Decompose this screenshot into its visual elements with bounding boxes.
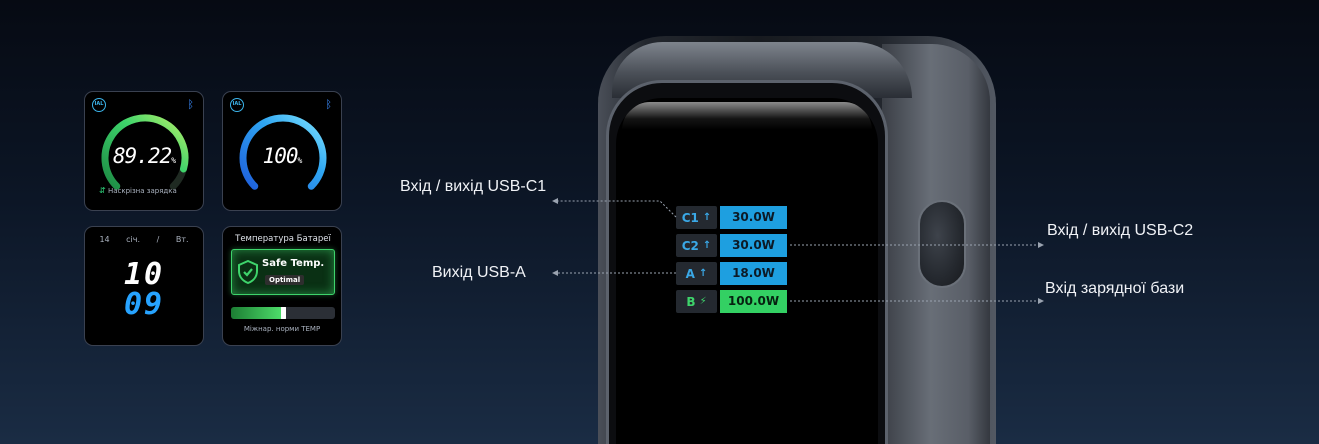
- port-row-c1: C1↑ 30.0W: [676, 206, 787, 229]
- charge-caption: ⇵ Наскрізна зарядка: [99, 186, 177, 195]
- screen-glare: [622, 102, 872, 130]
- bolt-icon: ⚡: [699, 296, 707, 307]
- port-label-b: B⚡: [676, 290, 717, 313]
- callout-usb-c2: Вхід / вихід USB-C2: [1047, 222, 1194, 239]
- clock-minutes: 09: [123, 287, 165, 322]
- bluetooth-icon: ᛒ: [187, 98, 194, 111]
- safe-temp-label: Safe Temp.: [262, 258, 325, 269]
- leader-c1: [556, 200, 677, 218]
- arrow-up-icon: ↑: [698, 268, 708, 279]
- brand-logo-icon: IAL: [92, 98, 106, 112]
- power-button[interactable]: [918, 200, 966, 288]
- battery-value: 100%: [262, 144, 303, 168]
- temperature-footer: Міжнар. норми TEMP: [243, 325, 321, 333]
- safe-temp-card: Safe Temp. Optimal: [231, 249, 335, 295]
- arrow-up-icon: ↑: [702, 212, 712, 223]
- callout-usb-a: Вихід USB-A: [432, 264, 526, 281]
- port-value-c2: 30.0W: [720, 234, 787, 257]
- port-row-c2: C2↑ 30.0W: [676, 234, 787, 257]
- callout-usb-c1: Вхід / вихід USB-C1: [400, 178, 547, 195]
- port-value-c1: 30.0W: [720, 206, 787, 229]
- charge-value: 89.22%: [112, 144, 176, 168]
- brand-logo-icon: IAL: [230, 98, 244, 112]
- temperature-bar-fill: [231, 307, 283, 319]
- port-label-c2: C2↑: [676, 234, 717, 257]
- port-row-b: B⚡ 100.0W: [676, 290, 787, 313]
- shield-check-icon: [238, 260, 258, 284]
- temperature-bar-marker: [281, 307, 286, 319]
- callout-base: Вхід зарядної бази: [1045, 280, 1185, 297]
- port-value-b: 100.0W: [720, 290, 787, 313]
- temperature-panel: Температура Батареї Safe Temp. Optimal М…: [222, 226, 342, 346]
- port-value-a: 18.0W: [720, 262, 787, 285]
- temperature-bar: [231, 307, 335, 319]
- charge-panel: IAL ᛒ 89.22% ⇵ Наскрізна зарядка: [84, 91, 204, 211]
- temperature-title: Температура Батареї: [235, 234, 331, 244]
- battery-ring: [239, 114, 327, 190]
- clock-hours: 10: [123, 257, 165, 292]
- port-label-c1: C1↑: [676, 206, 717, 229]
- port-row-a: A↑ 18.0W: [676, 262, 787, 285]
- clock-panel: 14 січ. / Вт. 10 09: [84, 226, 204, 346]
- passthrough-icon: ⇵: [99, 186, 106, 195]
- date-row: 14 січ. / Вт.: [99, 235, 189, 244]
- charge-ring: [101, 114, 189, 190]
- bluetooth-icon: ᛒ: [325, 98, 332, 111]
- arrow-up-icon: ↑: [702, 240, 712, 251]
- battery-panel: IAL ᛒ 100%: [222, 91, 342, 211]
- optimal-badge: Optimal: [265, 275, 305, 285]
- port-label-a: A↑: [676, 262, 717, 285]
